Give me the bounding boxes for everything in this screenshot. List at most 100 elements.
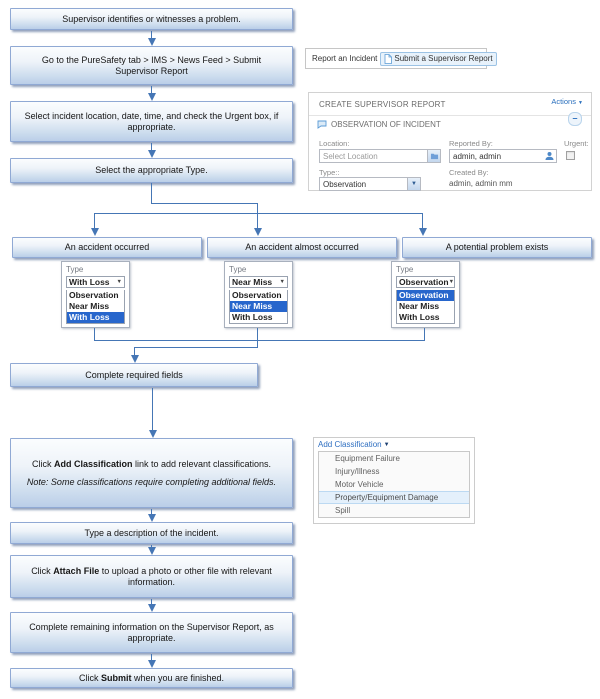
dropdown-arrow-icon[interactable]: ▼ (407, 178, 420, 190)
flow-step-description: Type a description of the incident. (10, 522, 293, 544)
type-option-highlighted[interactable]: Observation (397, 290, 454, 301)
text-segment: to upload a photo or other file with rel… (99, 565, 272, 587)
flow-step-text: Click Submit when you are finished. (79, 673, 224, 684)
caret-down-icon: ▼ (448, 279, 455, 285)
urgent-checkbox[interactable] (566, 151, 575, 160)
connector-line (151, 599, 152, 605)
form-title: CREATE SUPERVISOR REPORT (319, 100, 446, 109)
flow-step-text: Type a description of the incident. (84, 527, 219, 538)
observation-section-header: OBSERVATION OF INCIDENT (317, 120, 441, 129)
text-segment: when you are finished. (131, 672, 225, 683)
connector-line (134, 347, 258, 348)
flow-step-text: Go to the PureSafety tab > IMS > News Fe… (41, 54, 262, 76)
person-icon (545, 151, 556, 161)
branch-text: An accident occurred (64, 242, 150, 252)
type-select-value: Observation (323, 179, 367, 189)
actions-link[interactable]: Actions ▼ (551, 97, 583, 106)
type-option[interactable]: Near Miss (399, 301, 440, 311)
branch-potential-problem: A potential problem exists (402, 237, 592, 258)
branch-text: An accident almost occurred (245, 242, 359, 252)
created-by-value: admin, admin mm (449, 179, 513, 188)
location-picker-icon[interactable] (427, 150, 440, 162)
connector-line (94, 328, 95, 341)
type-select[interactable]: Observation ▼ (319, 177, 421, 191)
arrowhead-icon (148, 660, 156, 668)
folder-icon (430, 153, 438, 160)
arrowhead-icon (131, 355, 139, 363)
connector-line (151, 545, 152, 548)
arrowhead-icon (148, 514, 156, 522)
text-segment-bold: Submit (100, 672, 132, 683)
connector-line (422, 213, 423, 229)
add-classification-link[interactable]: Add Classification ▼ (318, 440, 470, 449)
flow-step-complete-fields: Complete required fields (10, 363, 258, 387)
add-classification-panel: Add Classification ▼ Equipment Failure I… (313, 437, 475, 524)
flow-step-text: Complete remaining information on the Su… (29, 621, 274, 643)
text-segment: Click (31, 458, 54, 469)
type-select-value: With Loss (69, 277, 110, 287)
connector-line (151, 509, 152, 515)
type-option[interactable]: Observation (232, 290, 282, 300)
type-option[interactable]: Observation (69, 290, 119, 300)
text-segment-bold: Attach File (53, 565, 100, 576)
actions-label: Actions (551, 97, 576, 106)
type-select[interactable]: Observation ▼ (396, 276, 455, 288)
connector-line (94, 213, 423, 214)
type-options-list: Observation Near Miss With Loss (396, 290, 455, 324)
type-select-value: Near Miss (232, 277, 273, 287)
arrowhead-icon (148, 93, 156, 101)
flow-step-text: Click Attach File to upload a photo or o… (18, 566, 285, 588)
type-label: Type (396, 265, 414, 274)
caret-down-icon: ▼ (578, 100, 583, 106)
submit-supervisor-report-label: Submit a Supervisor Report (394, 54, 493, 63)
classification-menu-item[interactable]: Spill (335, 506, 351, 515)
collapse-section-button[interactable]: – (568, 112, 582, 126)
type-dropdown-panel-with-loss: Type With Loss ▼ Observation Near Miss W… (61, 261, 130, 328)
connector-line (257, 328, 258, 341)
flow-step-text: Select incident location, date, time, an… (24, 110, 279, 132)
type-option[interactable]: Near Miss (69, 301, 110, 311)
connector-line (424, 328, 425, 341)
type-option[interactable]: With Loss (399, 312, 440, 322)
arrowhead-icon (419, 228, 427, 236)
report-incident-link[interactable]: Report an Incident (312, 54, 378, 63)
classification-menu-item[interactable]: Motor Vehicle (335, 480, 384, 489)
flow-step-text: Supervisor identifies or witnesses a pro… (62, 13, 241, 24)
divider (309, 115, 591, 116)
reported-by-value: admin, admin (453, 151, 502, 161)
arrowhead-icon (148, 150, 156, 158)
classification-menu-item[interactable]: Injury/Illness (335, 467, 380, 476)
connector-line (151, 183, 152, 204)
location-input[interactable]: Select Location (319, 149, 441, 163)
type-options-list: Observation Near Miss With Loss (229, 290, 288, 324)
type-select[interactable]: With Loss ▼ (66, 276, 125, 288)
connector-line (134, 347, 135, 356)
connector-line (151, 654, 152, 661)
minus-icon: – (572, 113, 578, 123)
type-option-highlighted[interactable]: With Loss (67, 312, 124, 323)
connector-line (151, 143, 152, 151)
caret-down-icon: ▼ (116, 279, 122, 285)
connector-line (257, 340, 258, 348)
reported-by-input[interactable]: admin, admin (449, 149, 557, 163)
type-dropdown-panel-observation: Type Observation ▼ Observation Near Miss… (391, 261, 460, 328)
branch-text: A potential problem exists (445, 242, 549, 252)
type-label: Type (66, 265, 84, 274)
flow-step-location-date: Select incident location, date, time, an… (10, 101, 293, 142)
connector-line (94, 213, 95, 229)
text-segment: link to add relevant classifications. (132, 458, 272, 469)
caret-down-icon: ▼ (383, 441, 390, 448)
flow-step-submit: Click Submit when you are finished. (10, 668, 293, 688)
arrowhead-icon (148, 38, 156, 46)
arrowhead-icon (149, 430, 157, 438)
type-select[interactable]: Near Miss ▼ (229, 276, 288, 288)
arrowhead-icon (91, 228, 99, 236)
submit-supervisor-report-button[interactable]: Submit a Supervisor Report (380, 51, 497, 66)
connector-line (94, 340, 425, 341)
type-option-highlighted[interactable]: Near Miss (230, 301, 287, 312)
classification-menu-item-highlighted[interactable]: Property/Equipment Damage (319, 491, 469, 504)
type-option[interactable]: With Loss (232, 312, 273, 322)
classification-menu-item[interactable]: Equipment Failure (335, 454, 400, 463)
flow-step-select-type: Select the appropriate Type. (10, 158, 293, 183)
